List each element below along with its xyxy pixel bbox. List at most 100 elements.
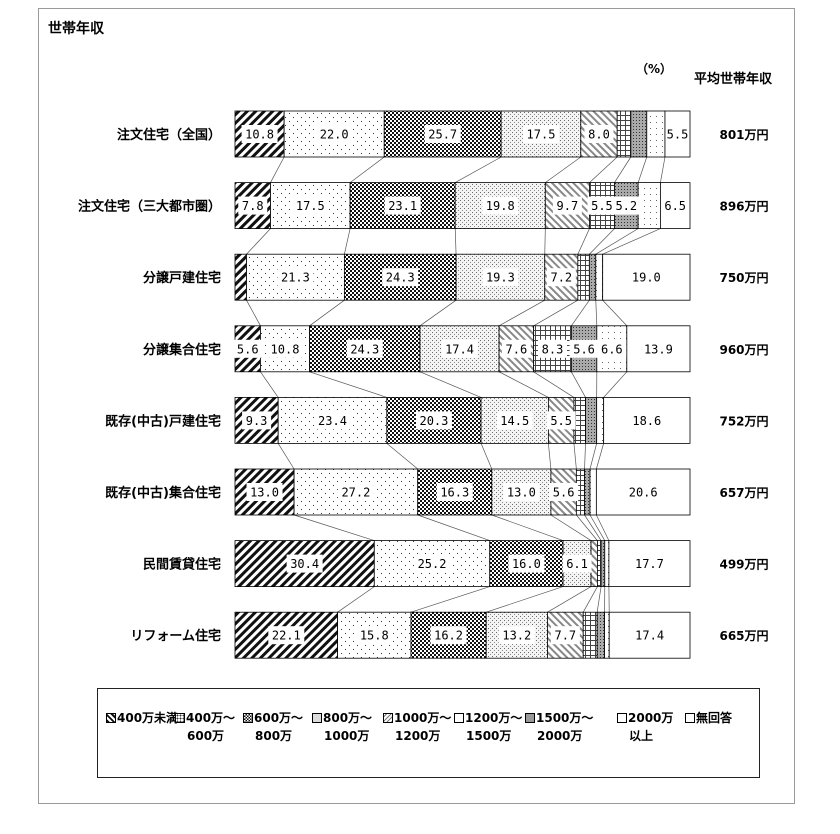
data-label-bg [430, 626, 467, 645]
data-label: 13.0 [250, 486, 279, 500]
connector-line [419, 371, 482, 398]
legend-item: 1500万～2000万 [525, 709, 593, 745]
average-income-label: 801万円 [719, 128, 768, 142]
data-label: 6.1 [566, 557, 588, 571]
data-label: 9.7 [557, 199, 579, 213]
connector-line [410, 586, 490, 613]
data-label: 5.6 [573, 342, 595, 356]
connector-line [417, 514, 490, 541]
data-label: 7.7 [554, 629, 576, 643]
unit-label: （%） [636, 62, 673, 76]
bar-segment [585, 396, 598, 444]
connector-line [270, 156, 285, 183]
bar-segment [577, 253, 590, 301]
connector-line [498, 299, 545, 327]
data-label: 22.1 [272, 629, 301, 643]
average-income-label: 657万円 [719, 486, 768, 500]
data-label-bg [597, 339, 627, 358]
data-label: 17.5 [296, 199, 325, 213]
data-label: 5.5 [591, 199, 613, 213]
data-label: 21.3 [281, 271, 310, 285]
bar-segment [608, 540, 691, 587]
data-label-bg [552, 196, 582, 215]
connector-line [595, 300, 598, 326]
connector-line [571, 299, 590, 327]
data-label-bg [337, 483, 374, 501]
category-label: 民間賃貸住宅 [143, 557, 221, 573]
data-label-bg [356, 626, 393, 645]
legend-label-line2: 1000万 [324, 729, 370, 743]
legend-swatch [106, 713, 116, 723]
data-label-bg [441, 339, 478, 358]
data-label-bg [267, 339, 303, 358]
data-label: 19.3 [486, 271, 515, 285]
data-label: 5.5 [550, 414, 572, 428]
data-label: 10.8 [271, 342, 300, 356]
connector-lines [246, 156, 666, 613]
data-label: 25.2 [418, 557, 447, 571]
data-label: 17.4 [445, 342, 474, 356]
data-label: 16.0 [512, 557, 541, 571]
data-label-bg [382, 268, 419, 287]
average-income-label: 960万円 [719, 343, 768, 357]
data-label-bg [384, 196, 421, 215]
connector-line [544, 228, 546, 255]
legend-label: 400万～ [186, 711, 236, 725]
connector-line [603, 371, 628, 398]
legend-item: 無回答 [685, 709, 732, 727]
legend-swatch [454, 713, 464, 723]
data-label: 25.7 [428, 128, 457, 142]
connector-line [548, 443, 552, 470]
connector-line [596, 514, 610, 541]
connector-line [486, 586, 564, 613]
connector-line [349, 156, 385, 183]
connector-line [260, 371, 279, 398]
data-label-bg [503, 483, 540, 501]
data-label-bg [314, 411, 351, 430]
data-label: 14.5 [500, 414, 529, 428]
data-label: 13.9 [644, 342, 673, 356]
data-label: 9.3 [246, 414, 268, 428]
data-label-bg [482, 268, 519, 287]
bar-segment [616, 110, 632, 158]
category-label: 分譲戸建住宅 [143, 270, 221, 286]
data-label-bg [424, 125, 461, 143]
data-label: 27.2 [341, 486, 370, 500]
legend-swatch [617, 713, 627, 723]
bar-segment [480, 396, 549, 444]
bar-segment [603, 396, 691, 444]
data-label: 17.5 [527, 128, 556, 142]
connector-line [491, 514, 564, 541]
legend-swatch [175, 713, 185, 723]
average-income-label: 896万円 [719, 200, 768, 214]
data-label-bg [346, 339, 383, 358]
legend-item: 800万～1000万 [312, 709, 372, 745]
category-label: 注文住宅（全国） [117, 127, 221, 143]
connector-line [386, 443, 418, 470]
average-income-label: 665万円 [719, 629, 768, 643]
data-label: 23.4 [318, 414, 347, 428]
data-label: 30.4 [290, 557, 319, 571]
data-label-bg [549, 483, 579, 501]
chart-frame [38, 8, 795, 804]
connector-line [246, 300, 261, 326]
connector-line [550, 514, 592, 541]
connector-line [589, 514, 606, 541]
data-label-bg [414, 554, 451, 573]
bar-segment [604, 540, 610, 587]
data-label: 6.5 [664, 199, 686, 213]
connector-line [454, 228, 457, 255]
category-label: 注文住宅（三大都市圏） [78, 199, 221, 215]
data-label: 18.6 [632, 414, 661, 428]
data-label-bg [241, 125, 278, 143]
data-label: 23.1 [388, 199, 417, 213]
bar-segment [590, 540, 598, 587]
average-income-label: 752万円 [719, 414, 768, 428]
data-label: 17.7 [635, 557, 664, 571]
data-label-bg [246, 483, 283, 501]
legend-label-line2: 1200万 [395, 729, 441, 743]
connector-line [589, 443, 598, 470]
